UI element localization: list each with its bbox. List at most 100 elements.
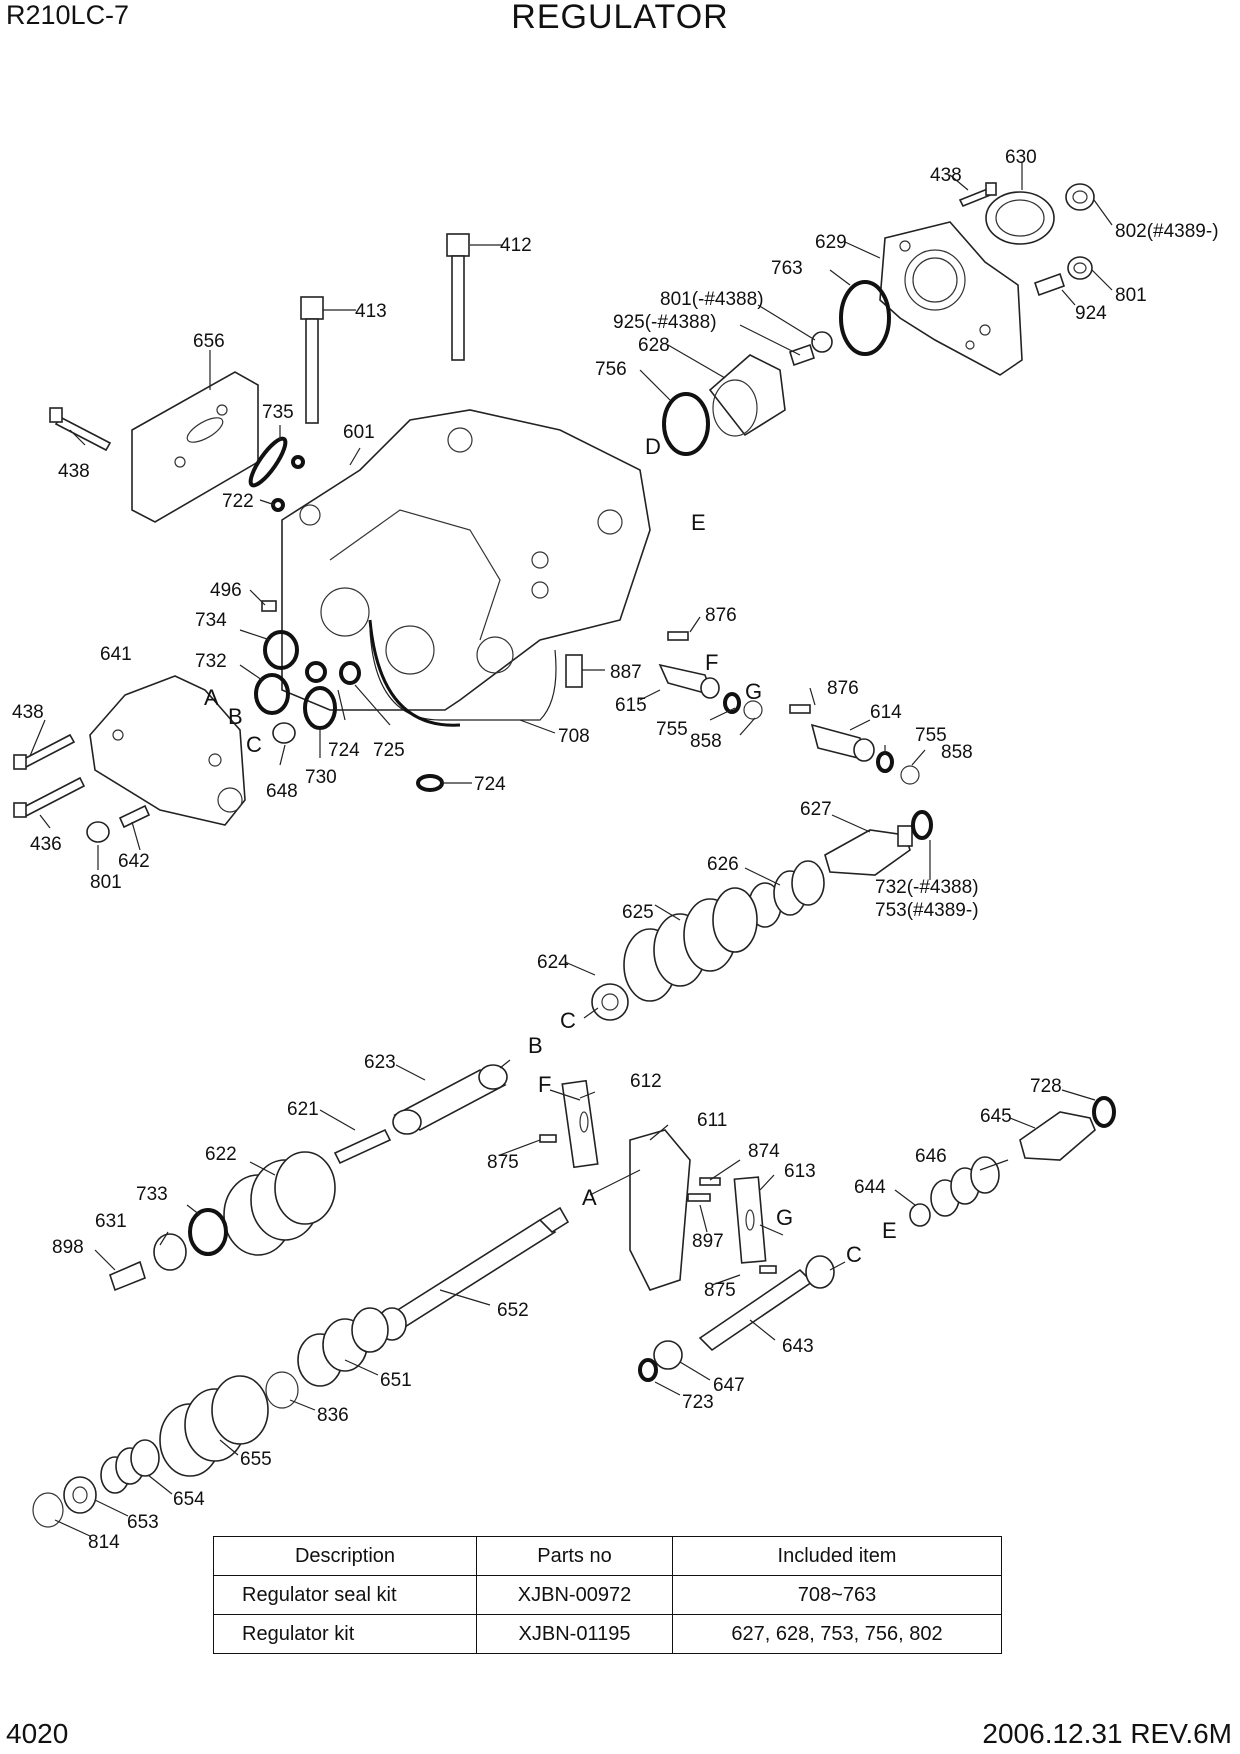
callout-643: 643 (782, 1336, 814, 1357)
bolt-436 (13, 776, 86, 818)
nut-801-right (1067, 256, 1093, 280)
callout-624: 624 (537, 952, 569, 973)
o-ring-735 (248, 436, 288, 488)
kit-table-cell: XJBN-00972 (476, 1575, 673, 1615)
spring-625 (623, 887, 758, 1002)
callout-644: 644 (854, 1177, 886, 1198)
callout-641: 641 (100, 644, 132, 665)
callout-755: 755 (915, 725, 947, 746)
callout-836: 836 (317, 1405, 349, 1426)
callout-656: 656 (193, 331, 225, 352)
spool-621 (333, 1128, 392, 1165)
seat-644 (909, 1203, 931, 1227)
callout-708: 708 (558, 726, 590, 747)
callout-631: 631 (95, 1211, 127, 1232)
letter-F: F (705, 650, 718, 675)
o-ring-723 (638, 1358, 658, 1382)
callout-labels: 630 438 802(#4389-) 629 763 801 924 412 … (12, 147, 1219, 1553)
callout-653: 653 (127, 1512, 159, 1533)
stopper-645 (1019, 1111, 1096, 1161)
callout-734: 734 (195, 610, 227, 631)
plug-648 (272, 722, 296, 744)
callout-601: 601 (343, 422, 375, 443)
revision-label: 2006.12.31 REV.6M (982, 1718, 1232, 1749)
o-ring-732 (254, 673, 290, 715)
pin-887 (565, 654, 583, 688)
kit-table-cell: XJBN-01195 (476, 1614, 673, 1654)
letter-E: E (882, 1218, 897, 1243)
piston-614 (810, 723, 875, 762)
pin-875-a (539, 1134, 557, 1143)
letter-G: G (745, 679, 762, 704)
callout-651: 651 (380, 1370, 412, 1391)
letter-A: A (204, 685, 219, 710)
callout-732: 732 (195, 651, 227, 672)
callout-654: 654 (173, 1489, 205, 1510)
callout-735: 735 (262, 402, 294, 423)
callout-438: 438 (930, 165, 962, 186)
set-screw-924 (1033, 272, 1066, 297)
callout-623: 623 (364, 1052, 396, 1073)
callout-725: 725 (373, 740, 405, 761)
callout-611: 611 (697, 1110, 727, 1131)
bolt-413 (300, 296, 324, 424)
bolt-412 (446, 233, 470, 361)
o-ring-722 (271, 498, 285, 512)
nut-801-small (811, 331, 833, 353)
callout-614: 614 (870, 702, 902, 723)
callout-876: 876 (705, 605, 737, 626)
letter-C: C (560, 1008, 576, 1033)
kit-table-header-included-item: Included item (672, 1536, 1002, 1576)
o-ring-733 (188, 1208, 228, 1256)
seat-624 (591, 983, 629, 1021)
page-title: REGULATOR (511, 0, 729, 36)
casing-601 (281, 409, 651, 711)
letter-F: F (538, 1072, 551, 1097)
pin-876-a (667, 631, 689, 641)
letter-A: A (582, 1185, 597, 1210)
callout-630: 630 (1005, 147, 1037, 168)
letter-B: B (528, 1033, 543, 1058)
callout-801: 801 (1115, 285, 1147, 306)
nut-802 (1065, 183, 1095, 211)
callout-724: 724 (474, 774, 506, 795)
callout-897: 897 (692, 1231, 724, 1252)
callout-724: 724 (328, 740, 360, 761)
spring-646 (930, 1156, 1000, 1217)
o-ring-725 (339, 661, 361, 685)
pin-874 (699, 1177, 721, 1186)
wire-708 (368, 619, 461, 727)
pin-897 (687, 1193, 711, 1202)
snap-ring-858-a (743, 700, 763, 720)
callout-629: 629 (815, 232, 847, 253)
rod-643 (698, 1255, 835, 1352)
callout-646: 646 (915, 1146, 947, 1167)
callout-756: 756 (595, 359, 627, 380)
o-ring-734 (263, 630, 299, 670)
bolt-438-left (49, 407, 112, 452)
callout-622: 622 (205, 1144, 237, 1165)
spring-626 (748, 860, 825, 928)
callout-801-4388: 801(-#4388) (660, 289, 764, 310)
model-label: R210LC-7 (6, 0, 130, 30)
nut-801-left (86, 821, 110, 843)
pin-876-b (789, 704, 811, 714)
piston-615 (658, 663, 720, 699)
callout-875: 875 (487, 1152, 519, 1173)
o-ring-735b (291, 455, 305, 469)
cover-629 (879, 221, 1023, 376)
o-ring-732-753 (911, 810, 933, 840)
snap-ring-814 (32, 1492, 64, 1528)
callout-874: 874 (748, 1141, 780, 1162)
cover-641 (89, 675, 246, 826)
o-ring-763 (839, 280, 891, 356)
o-ring-730 (303, 686, 337, 730)
spring-654 (100, 1439, 160, 1494)
nut-630 (985, 191, 1055, 245)
callout-627: 627 (800, 799, 832, 820)
callout-728: 728 (1030, 1076, 1062, 1097)
leader-lines (29, 162, 1113, 1537)
callout-814: 814 (88, 1532, 120, 1553)
callout-925-4388: 925(-#4388) (613, 312, 717, 333)
